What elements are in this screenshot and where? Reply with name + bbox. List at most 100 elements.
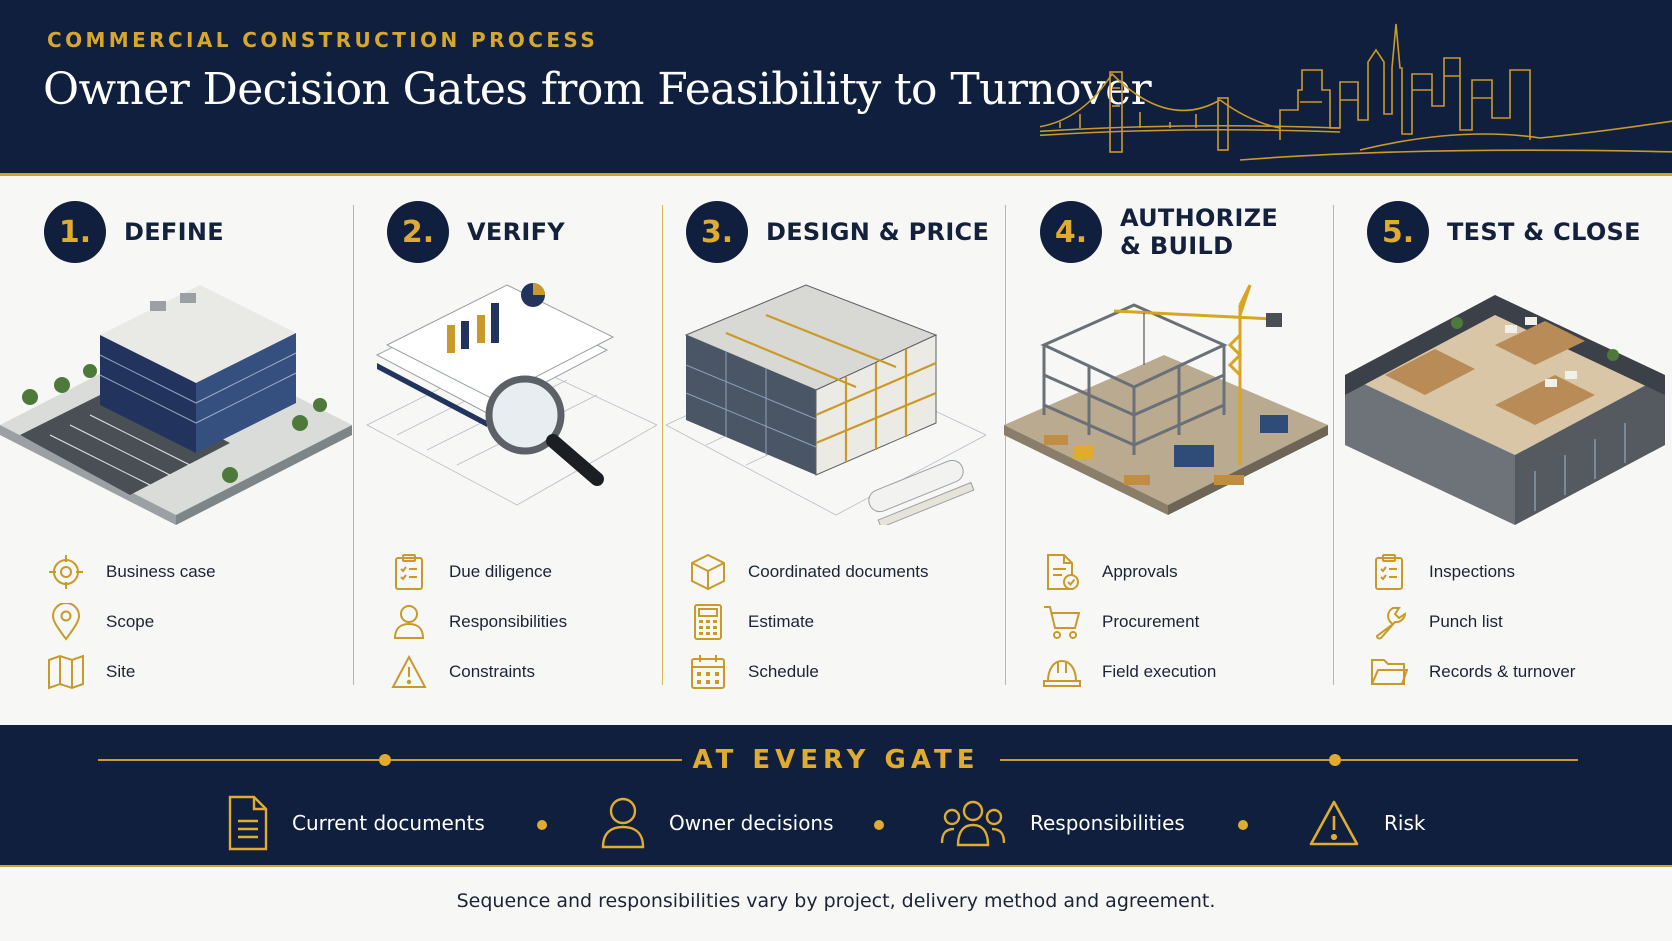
band-dot <box>379 754 391 766</box>
item-label: Responsibilities <box>449 612 568 631</box>
gate-title: AT EVERY GATE <box>692 745 980 775</box>
stage-design-price: 3. DESIGN & PRICE <box>666 179 1001 725</box>
stage-verify: 2. VERIFY Due diligence Respons <box>366 179 657 725</box>
stage-number: 4. <box>1040 201 1102 263</box>
item-label: Site <box>106 662 136 681</box>
stage-items: Business case Scope Site <box>44 547 216 697</box>
band-dot <box>1329 754 1341 766</box>
clipboard-check-icon <box>1367 552 1411 592</box>
target-icon <box>44 552 88 592</box>
list-item: Constraints <box>387 647 567 697</box>
stage-items: Coordinated documents Estimate Schedule <box>686 547 929 697</box>
stage-divider <box>662 205 663 685</box>
gate-band: AT EVERY GATE Current documents Owner de… <box>0 725 1672 867</box>
list-item: Scope <box>44 597 216 647</box>
list-item: Due diligence <box>387 547 567 597</box>
gate-item-label: Risk <box>1384 811 1426 835</box>
stage-divider <box>353 205 354 685</box>
building-frame-illustration <box>666 284 986 525</box>
stage-header: 5. TEST & CLOSE <box>1367 199 1641 265</box>
construction-site-illustration <box>1004 284 1328 515</box>
item-label: Coordinated documents <box>748 562 929 581</box>
stage-number: 1. <box>44 201 106 263</box>
stage-items: Inspections Punch list Records & turnove… <box>1367 547 1575 697</box>
warning-icon <box>387 652 431 692</box>
item-label: Procurement <box>1102 612 1200 631</box>
warning-icon <box>1309 800 1359 846</box>
stage-header: 2. VERIFY <box>387 199 565 265</box>
finished-interior-illustration <box>1345 295 1665 525</box>
stage-title: VERIFY <box>467 218 565 246</box>
bridge-skyline-icon <box>1040 23 1672 161</box>
gate-separator <box>1238 820 1248 830</box>
item-label: Constraints <box>449 662 535 681</box>
stage-number: 2. <box>387 201 449 263</box>
document-check-icon <box>1040 552 1084 592</box>
document-icon <box>228 795 268 851</box>
list-item: Coordinated documents <box>686 547 929 597</box>
location-pin-icon <box>44 602 88 642</box>
list-item: Records & turnover <box>1367 647 1575 697</box>
list-item: Responsibilities <box>387 597 567 647</box>
item-label: Scope <box>106 612 155 631</box>
page-title: Owner Decision Gates from Feasibility to… <box>43 64 1152 115</box>
hard-hat-icon <box>1040 652 1084 692</box>
stage-number: 3. <box>686 201 748 263</box>
item-label: Field execution <box>1102 662 1217 681</box>
footnote: Sequence and responsibilities vary by pr… <box>456 890 1216 912</box>
item-label: Punch list <box>1429 612 1503 631</box>
gate-item: Current documents <box>228 793 485 853</box>
calculator-icon <box>686 602 730 642</box>
stage-title-line: & BUILD <box>1120 232 1234 260</box>
stage-title: DESIGN & PRICE <box>766 218 990 246</box>
folder-icon <box>1367 652 1411 692</box>
gate-separator <box>874 820 884 830</box>
list-item: Field execution <box>1040 647 1216 697</box>
list-item: Inspections <box>1367 547 1575 597</box>
stage-test-close: 5. TEST & CLOSE Inspections <box>1345 179 1665 725</box>
list-item: Schedule <box>686 647 929 697</box>
item-label: Records & turnover <box>1429 662 1576 681</box>
gate-item: Owner decisions <box>601 793 834 853</box>
stage-authorize-build: 4. AUTHORIZE & BUILD <box>1004 179 1330 725</box>
list-item: Site <box>44 647 216 697</box>
band-rule <box>1000 759 1578 761</box>
gate-item: Responsibilities <box>940 793 1185 853</box>
documents-magnifier-illustration <box>366 283 657 506</box>
list-item: Business case <box>44 547 216 597</box>
gate-item-label: Current documents <box>292 811 485 835</box>
eyebrow-label: COMMERCIAL CONSTRUCTION PROCESS <box>47 28 599 52</box>
stage-header: 3. DESIGN & PRICE <box>686 199 989 265</box>
office-building-illustration <box>0 285 352 525</box>
list-item: Punch list <box>1367 597 1575 647</box>
cart-icon <box>1040 602 1084 642</box>
gate-separator <box>537 820 547 830</box>
gate-item: Risk <box>1308 793 1425 853</box>
stage-title-line: AUTHORIZE <box>1120 204 1279 232</box>
stage-header: 1. DEFINE <box>44 199 224 265</box>
list-item: Estimate <box>686 597 929 647</box>
stage-header: 4. AUTHORIZE & BUILD <box>1040 199 1278 265</box>
map-icon <box>44 652 88 692</box>
item-label: Business case <box>106 562 216 581</box>
wrench-icon <box>1367 602 1411 642</box>
stage-title: DEFINE <box>124 218 224 246</box>
item-label: Schedule <box>748 662 819 681</box>
stage-divider <box>1005 205 1006 685</box>
stage-divider <box>1333 205 1334 685</box>
calendar-icon <box>686 652 730 692</box>
stage-items: Due diligence Responsibilities Constrain… <box>387 547 567 697</box>
stage-title: AUTHORIZE & BUILD <box>1120 204 1278 260</box>
stages-section: 1. DEFINE <box>0 179 1672 725</box>
item-label: Inspections <box>1429 562 1515 581</box>
stage-items: Approvals Procurement Field execution <box>1040 547 1216 697</box>
list-item: Procurement <box>1040 597 1216 647</box>
gate-item-label: Responsibilities <box>1030 811 1185 835</box>
item-label: Approvals <box>1102 562 1178 581</box>
group-icon <box>940 800 1006 847</box>
stage-define: 1. DEFINE <box>0 179 352 725</box>
item-label: Due diligence <box>449 562 553 581</box>
header-banner: COMMERCIAL CONSTRUCTION PROCESS Owner De… <box>0 0 1672 176</box>
person-icon <box>601 797 645 849</box>
cube-icon <box>686 552 730 592</box>
